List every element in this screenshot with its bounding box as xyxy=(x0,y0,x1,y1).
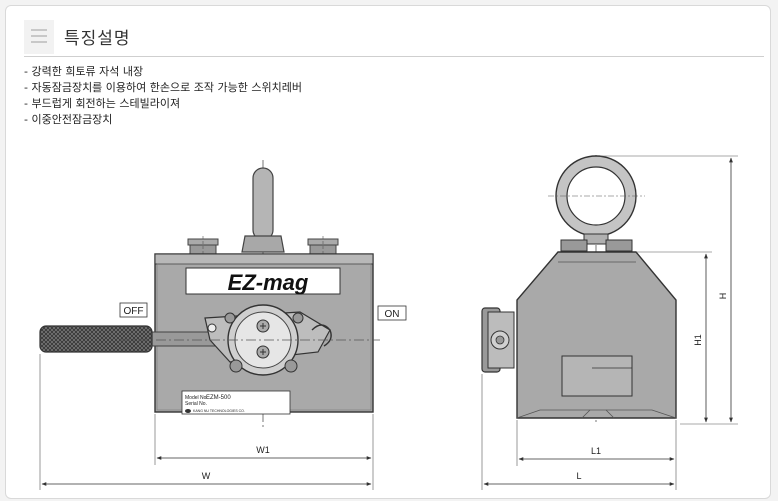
dimension-h1: H1 xyxy=(693,334,703,346)
feature-item: - 강력한 희토류 자석 내장 xyxy=(24,65,144,78)
dimension-l: L xyxy=(576,471,581,481)
page-title: 특징설명 xyxy=(64,29,131,49)
dimension-h: H xyxy=(718,293,728,300)
svg-text:Serial No.: Serial No. xyxy=(185,401,207,407)
svg-text:KANG NU TECHNOLOGIES CO.: KANG NU TECHNOLOGIES CO. xyxy=(193,409,245,413)
dimension-w1: W1 xyxy=(256,445,270,455)
section-header: 특징설명 xyxy=(24,18,764,58)
dimension-w: W xyxy=(202,471,211,481)
model-plate: Model No. EZM-500 Serial No. KANG NU TEC… xyxy=(181,390,291,415)
side-view: H H1 L1 L xyxy=(481,155,738,490)
off-label: OFF xyxy=(124,306,144,317)
front-view: EZ-mag OFF ON xyxy=(39,160,407,490)
feature-item: - 부드럽게 회전하는 스테빌라이져 xyxy=(24,97,181,110)
eye-ring xyxy=(555,155,637,245)
feature-item: - 이중안전잠금장치 xyxy=(24,113,113,126)
dimension-l1: L1 xyxy=(591,446,601,456)
on-label: ON xyxy=(385,309,400,320)
feature-list: - 강력한 희토류 자석 내장 - 자동잠금장치를 이용하여 한손으로 조작 가… xyxy=(24,64,302,128)
feature-item: - 자동잠금장치를 이용하여 한손으로 조작 가능한 스위치레버 xyxy=(24,81,302,94)
svg-text:EZM-500: EZM-500 xyxy=(206,395,231,401)
side-lever-knob xyxy=(481,307,515,373)
document-icon xyxy=(24,20,54,54)
rotary-switch xyxy=(204,304,332,376)
side-window xyxy=(561,355,633,397)
brand-plate xyxy=(185,267,341,295)
lifting-handle xyxy=(241,167,285,253)
header-divider xyxy=(24,56,764,57)
brand-logo: EZ-mag xyxy=(228,270,309,295)
svg-text:Model No.: Model No. xyxy=(185,395,208,401)
